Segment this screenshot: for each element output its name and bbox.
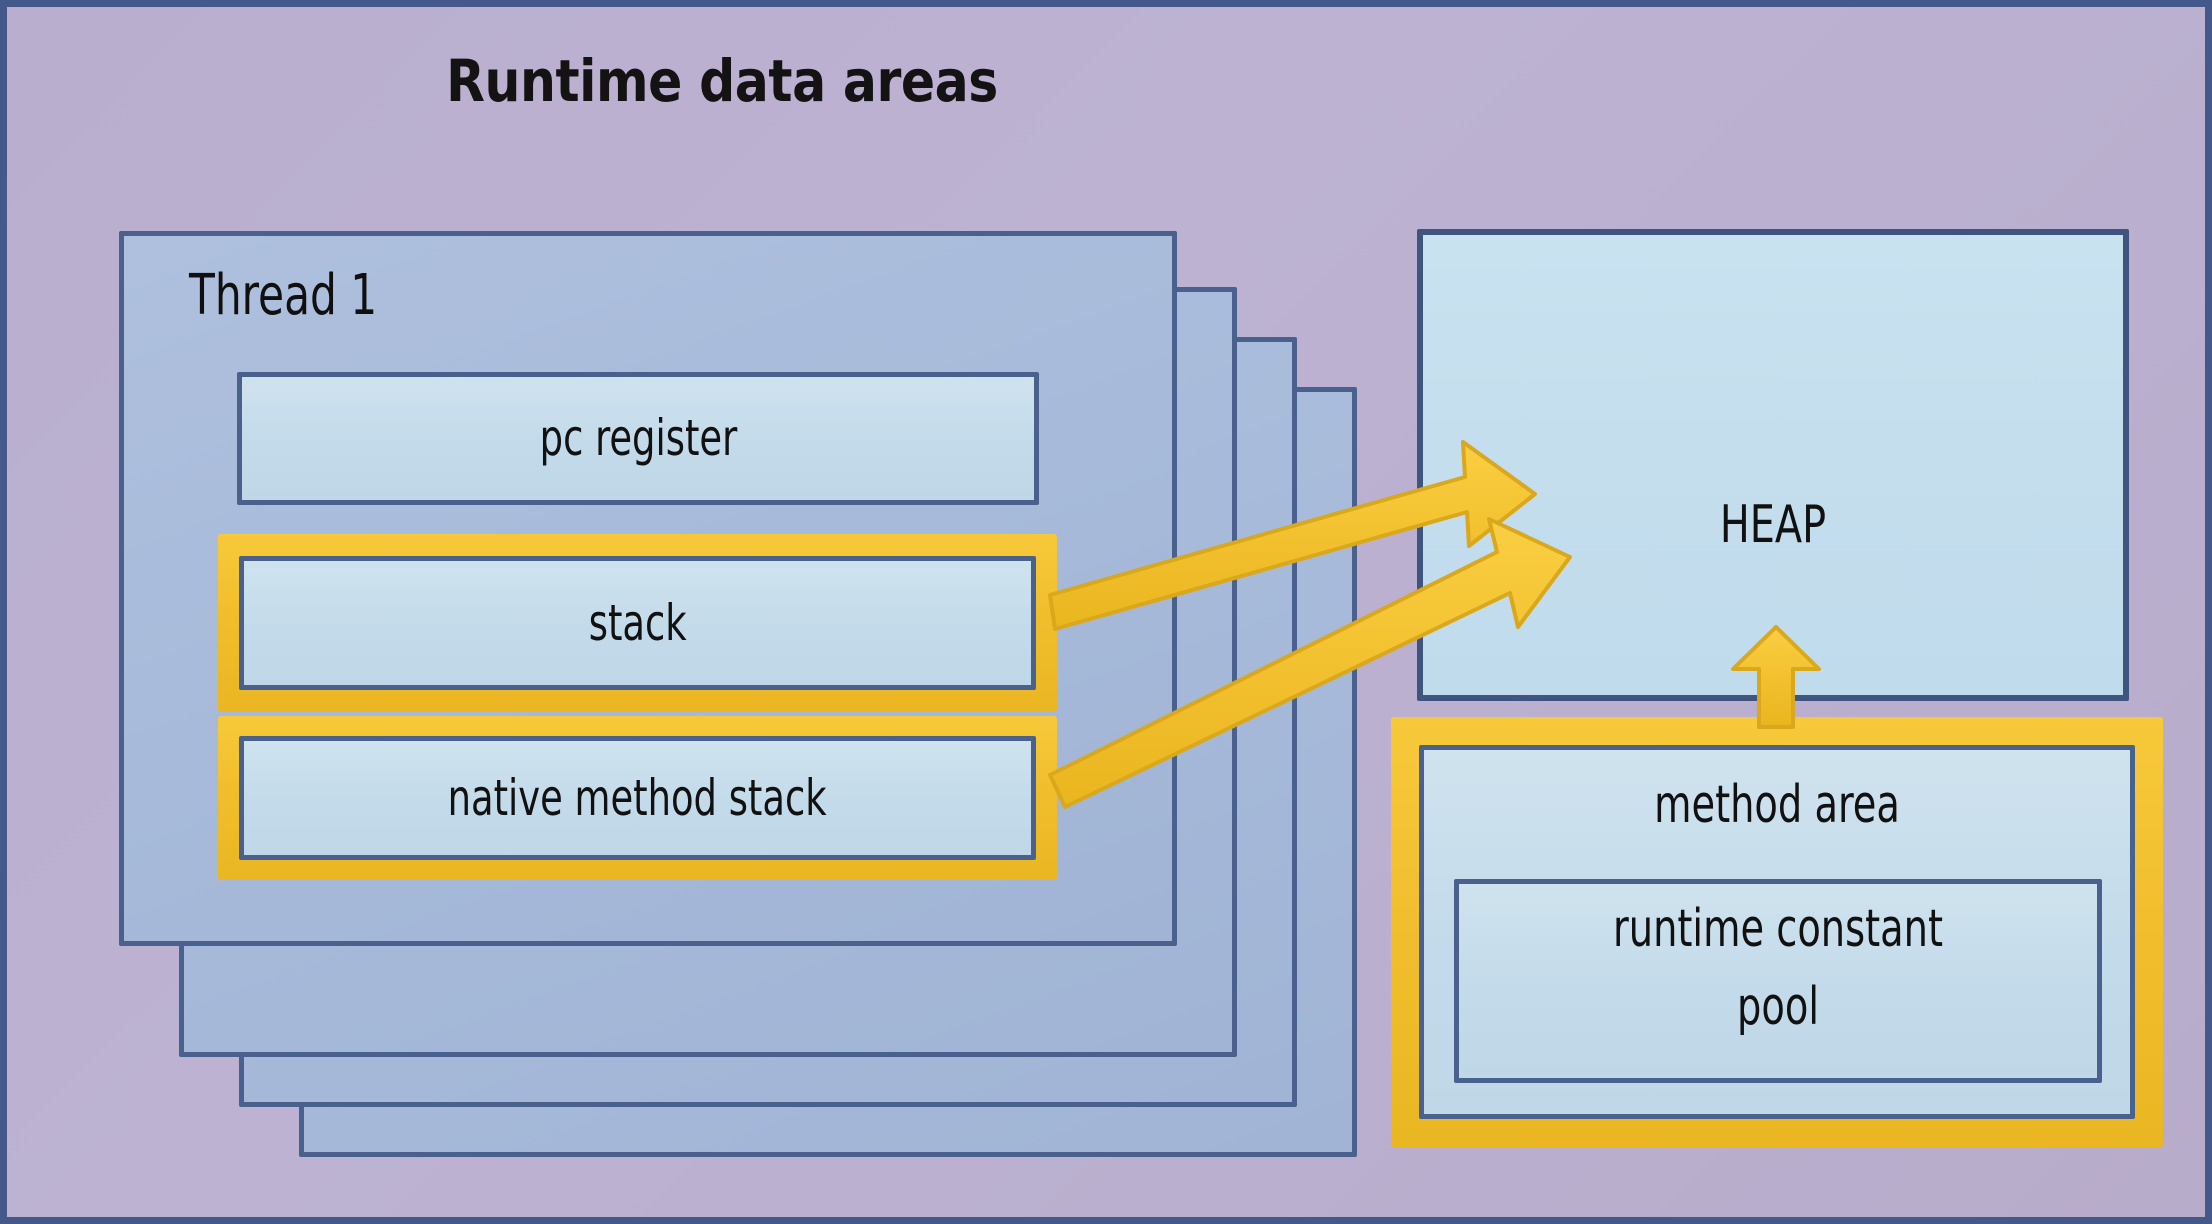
region-stack: stack — [239, 556, 1036, 690]
region-pc-register: pc register — [237, 372, 1039, 505]
region-native-method-stack: native method stack — [239, 736, 1036, 860]
method-area-label: method area — [1654, 775, 1900, 835]
region-stack-label: stack — [588, 593, 687, 652]
runtime-constant-pool-label-line2: pool — [1737, 977, 1819, 1037]
heap-label: HEAP — [1719, 495, 1827, 555]
runtime-constant-pool-box: runtime constant pool — [1454, 879, 2102, 1083]
page-title: Runtime data areas — [446, 47, 998, 115]
region-native-method-stack-label: native method stack — [447, 768, 828, 827]
region-pc-register-label: pc register — [539, 409, 737, 468]
heap-box: HEAP — [1417, 229, 2129, 701]
thread-label: Thread 1 — [189, 263, 378, 328]
runtime-constant-pool-label-line1: runtime constant — [1612, 899, 1943, 959]
